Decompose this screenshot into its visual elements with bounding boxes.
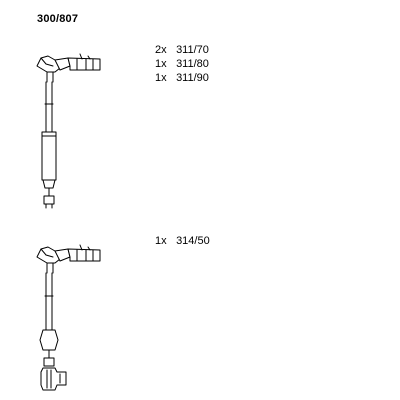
cable-lead-lower (44, 272, 54, 331)
set-number: 300/807 (37, 13, 79, 25)
list-item: 1x 311/90 (155, 72, 209, 84)
list-item: 1x 314/50 (155, 235, 210, 247)
parts-list-lower: 1x 314/50 (155, 234, 210, 248)
parts-list-upper: 2x 311/70 1x 311/80 1x 311/90 (155, 43, 209, 85)
angled-boot-upper (36, 53, 101, 83)
straight-boot-upper (41, 131, 57, 209)
angled-boot-lower (36, 244, 101, 274)
list-item: 1x 311/80 (155, 58, 209, 70)
cable-lead-upper (44, 81, 54, 133)
list-item: 2x 311/70 (155, 44, 209, 56)
distributor-boot-lower (39, 329, 67, 391)
